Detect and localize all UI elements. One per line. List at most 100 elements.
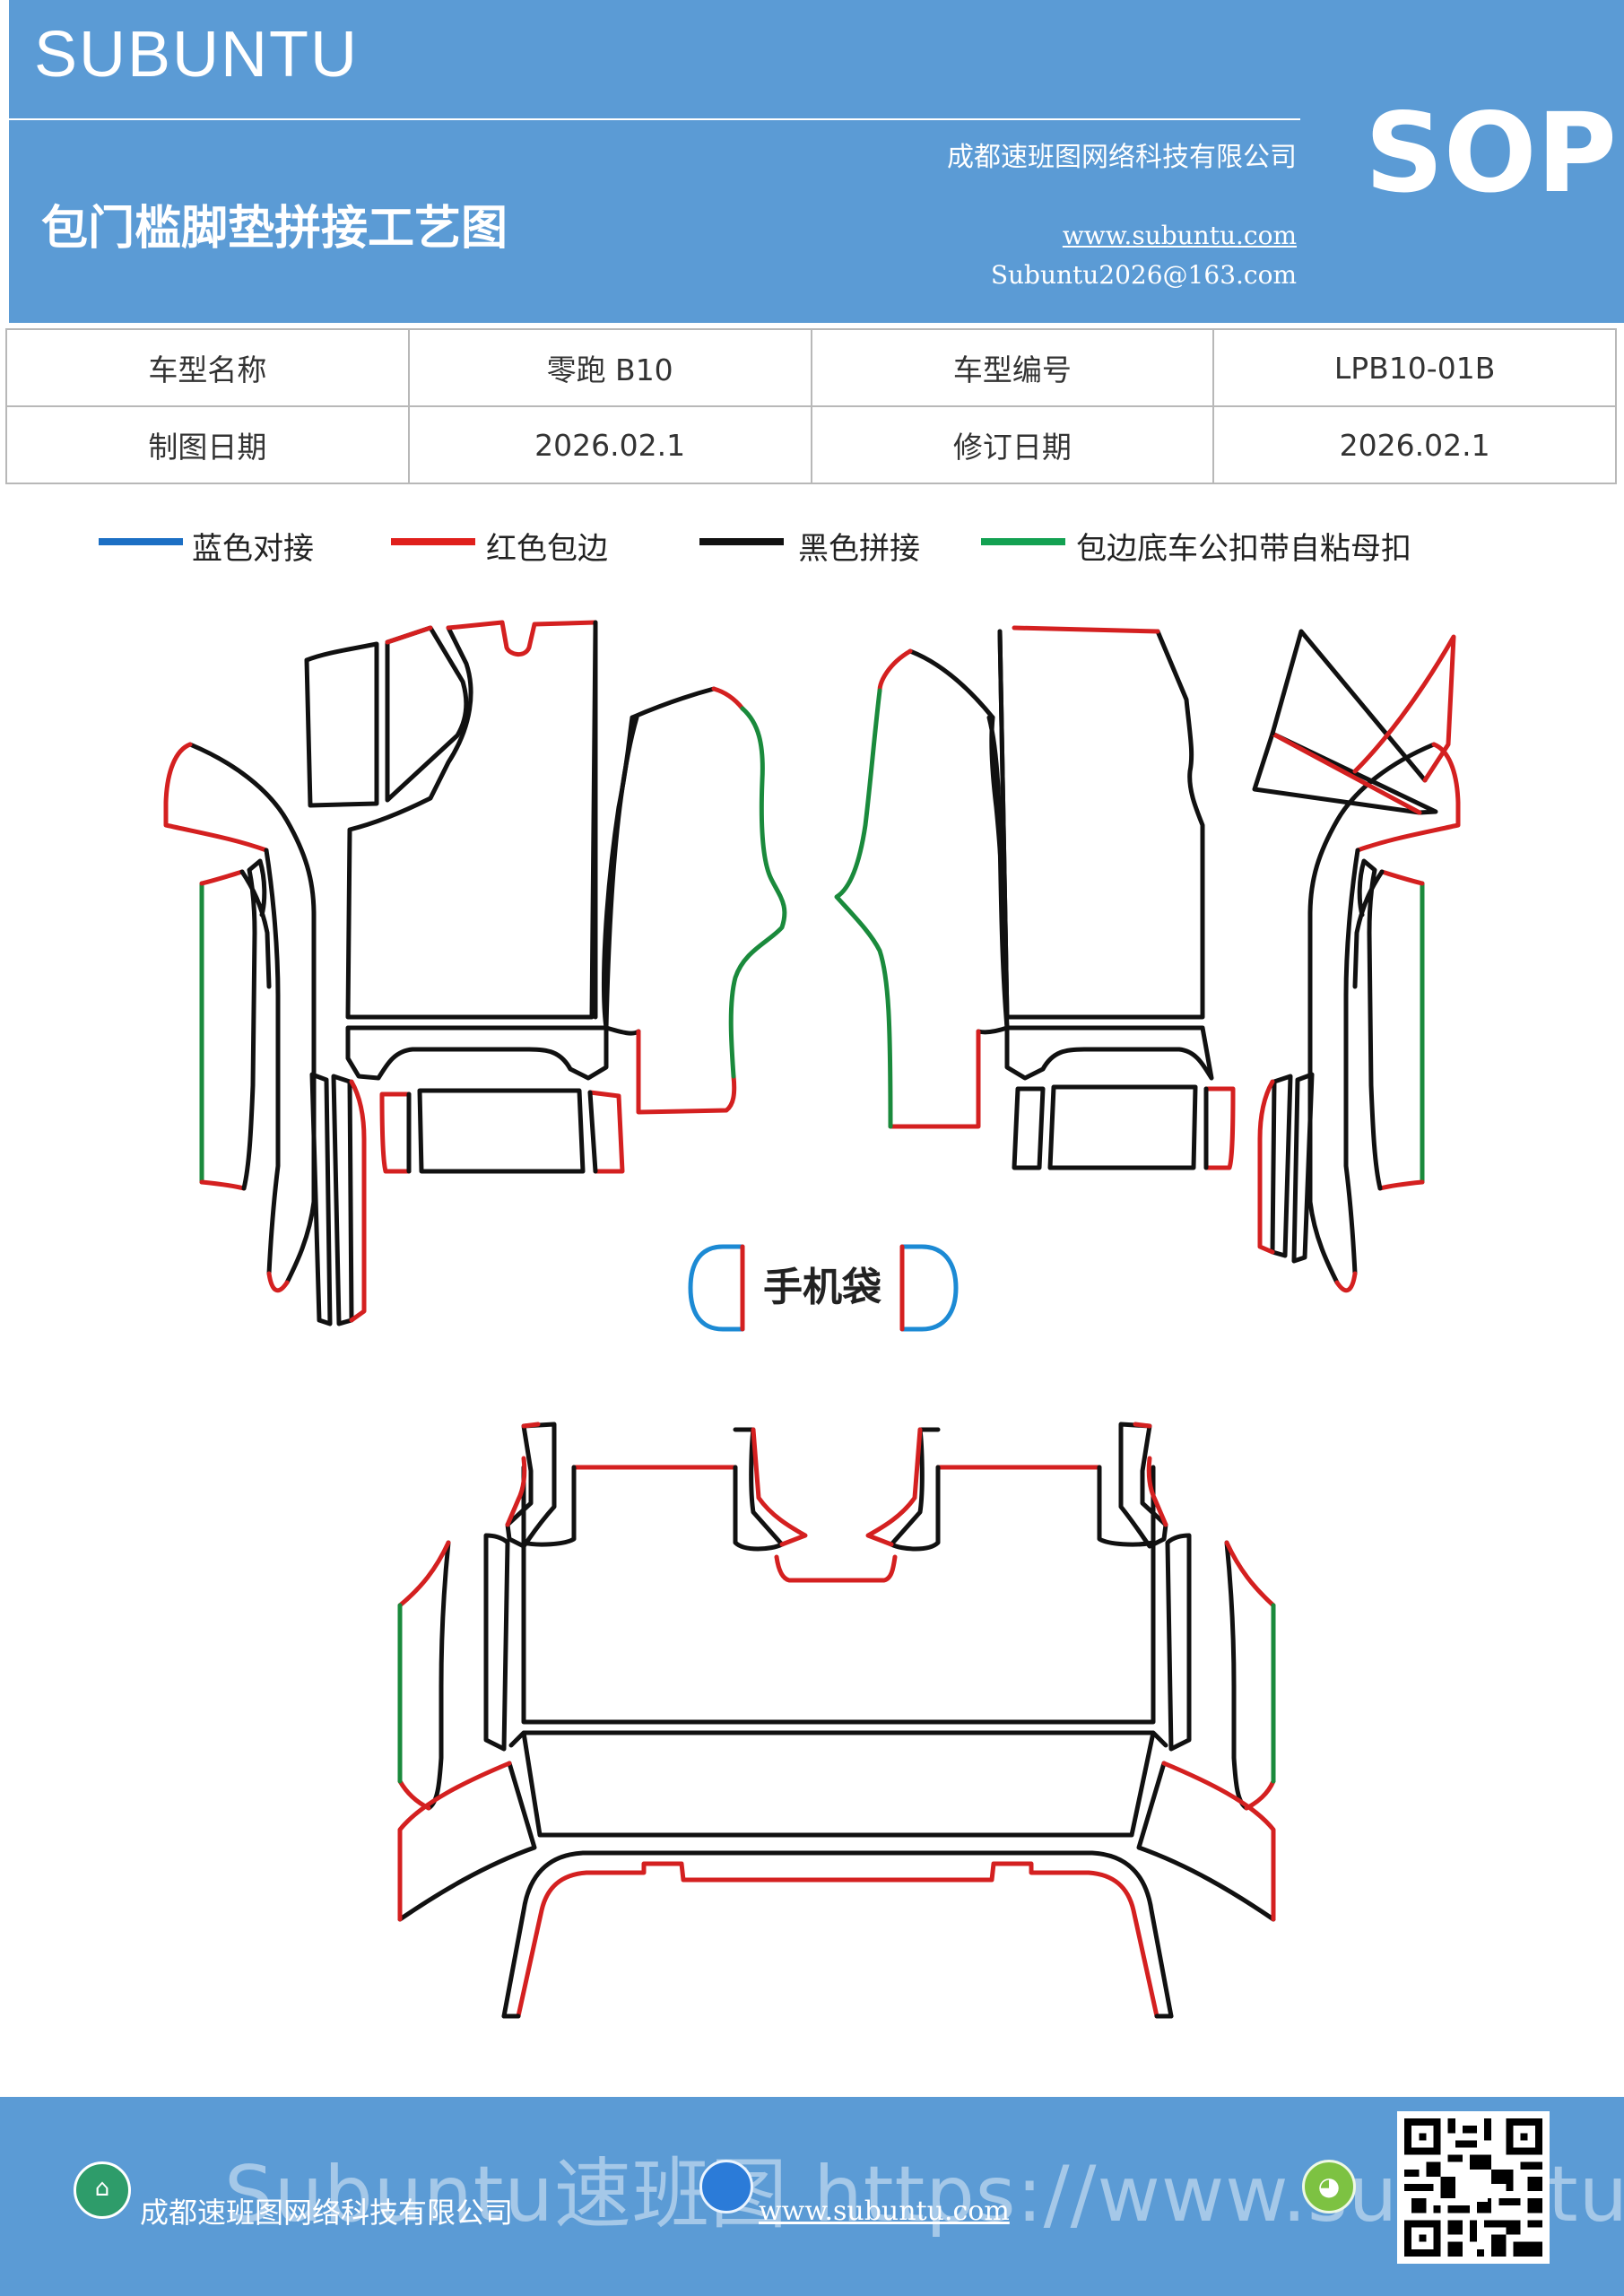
legend-label-blue: 蓝色对接: [192, 531, 314, 567]
legend-label-black: 黑色拼接: [798, 531, 920, 567]
legend-swatch-black: [699, 538, 784, 545]
company-name: 成都速班图网络科技有限公司: [947, 142, 1297, 173]
mat-left-main-right: [593, 620, 635, 1031]
phone-bag-left-blue: [688, 1244, 745, 1332]
mat-left-right-piece-red: [636, 686, 745, 1115]
mat-left-sill-red2: [266, 1271, 290, 1293]
mat-right-strip-2: [1270, 1074, 1293, 1258]
legend-label-green: 包边底车公扣带自粘母扣: [1076, 531, 1411, 567]
mat-rear-corner-left: [505, 1422, 557, 1549]
mat-left-strip-1: [309, 1072, 333, 1326]
vehicle-info-table: 车型名称 零跑 B10 车型编号 LPB10-01B 制图日期 2026.02.…: [5, 328, 1617, 484]
mat-left-sill-outer: [187, 742, 317, 1285]
mat-left-strip-3-red: [349, 1079, 367, 1323]
mat-rear-main-black: [521, 1465, 1156, 1725]
revise-date-label: 修订日期: [810, 405, 1215, 484]
sop-badge: SOP: [1365, 90, 1617, 217]
mat-rear-middle-band: [508, 1730, 1168, 1838]
mat-right-green-piece-red: [1377, 869, 1425, 1191]
wechat-icon[interactable]: ◕: [1302, 2160, 1356, 2213]
model-code-label: 车型编号: [810, 328, 1215, 407]
mat-right-sill-red2: [1334, 1271, 1358, 1293]
phone-bag-right-blue: [899, 1244, 959, 1332]
mat-rear-corner-right: [1118, 1422, 1168, 1549]
header-banner: SUBUNTU 包门槛脚垫拼接工艺图 成都速班图网络科技有限公司 www.sub…: [9, 0, 1624, 323]
watermark-text: Subuntu速班图 https://www.subuntu.com: [224, 2150, 1624, 2239]
table-row: 制图日期 2026.02.1 修订日期 2026.02.1: [5, 405, 1617, 484]
mat-right-right-piece-black: [908, 648, 1010, 1035]
mat-rear-wing-right-red: [1161, 1761, 1276, 1922]
mat-left-right-piece-green: [728, 706, 787, 1079]
mat-rear-wing-left-black: [397, 1761, 537, 1922]
mat-left-lower-rect-1: [379, 1091, 412, 1174]
email-address[interactable]: Subuntu2026@163.com: [990, 260, 1297, 290]
draw-date-label: 制图日期: [5, 405, 410, 484]
mat-right-strip-1: [1291, 1072, 1315, 1264]
mat-right-main: [997, 629, 1205, 1020]
legend-swatch-green: [981, 538, 1065, 545]
mat-left-main: [345, 625, 598, 1020]
left-front-mats: [163, 620, 787, 1326]
mat-left-lower-rect-2: [417, 1088, 586, 1174]
rear-mats: [397, 1422, 1276, 2019]
mat-rear-corner-left-red: [505, 1422, 541, 1527]
mat-right-strip-3-red: [1257, 1079, 1275, 1255]
mat-rear-side-right-outer-black: [1224, 1540, 1249, 1811]
mat-right-sill-inner-black: [1343, 848, 1360, 1276]
legend-swatch-blue: [99, 538, 183, 545]
globe-icon: [699, 2160, 753, 2213]
mat-left-top-rect-2-red: [385, 625, 433, 645]
mat-left-lower-rect-3-black: [587, 1090, 598, 1174]
qr-code: [1397, 2111, 1550, 2264]
document-title: 包门槛脚垫拼接工艺图: [41, 202, 508, 256]
model-code-value: LPB10-01B: [1212, 328, 1617, 407]
mat-rear-wing-right-black: [1136, 1761, 1276, 1922]
mat-left-main-red: [446, 620, 598, 657]
brand-name: SUBUNTU: [34, 19, 360, 91]
mat-rear-corner-right-red: [1133, 1422, 1168, 1527]
mat-left-main-bottom: [345, 1025, 609, 1081]
mat-left-green-piece-red: [199, 869, 247, 1191]
model-name-value: 零跑 B10: [407, 328, 812, 407]
mat-rear-side-left-inner: [483, 1533, 510, 1752]
mat-left-right-piece-black: [604, 686, 716, 1036]
table-row: 车型名称 零跑 B10 车型编号 LPB10-01B: [5, 328, 1617, 407]
mat-rear-main-notch-left-red: [751, 1427, 898, 1583]
legend-swatch-red: [391, 538, 475, 545]
mat-rear-side-right-inner: [1165, 1533, 1192, 1752]
mat-left-top-rect-1: [304, 641, 379, 808]
mat-right-lower-rect-2: [1047, 1084, 1198, 1170]
phone-bag-label: 手机袋: [763, 1265, 881, 1310]
mat-rear-main-top-black-notch: [521, 1465, 1156, 1547]
footer-banner: Subuntu速班图 https://www.subuntu.com ⌂ 成都速…: [0, 2097, 1624, 2296]
mat-right-right-piece-green: [834, 688, 893, 1129]
mat-right-green-piece-black: [1352, 858, 1385, 1191]
draw-date-value: 2026.02.1: [407, 405, 812, 484]
website-link[interactable]: www.subuntu.com: [1062, 221, 1297, 250]
mat-rear-arch-inner-red: [516, 1861, 1159, 2019]
legend-label-red: 红色包边: [486, 531, 608, 567]
mat-left-lower-rect-3: [587, 1090, 625, 1174]
mat-left-strip-2: [331, 1074, 354, 1326]
mat-right-top-slim-red: [1352, 634, 1456, 783]
mat-left-sill-inner-black: [264, 848, 281, 1276]
header-divider: [9, 118, 1300, 120]
mat-rear-arch-black: [501, 1850, 1174, 2019]
footer-website-link[interactable]: www.subuntu.com: [759, 2196, 1010, 2227]
mat-right-lower-rect-3: [1012, 1086, 1046, 1170]
mat-rear-main-notch-right-red: [865, 1427, 923, 1547]
footer-company: 成都速班图网络科技有限公司: [140, 2196, 514, 2230]
phone-bag: 手机袋: [688, 1244, 959, 1332]
right-front-mats: [834, 625, 1461, 1293]
mat-right-top-piece-red: [1270, 731, 1422, 815]
mat-right-top-piece: [1252, 731, 1438, 815]
color-legend: 蓝色对接 红色包边 黑色拼接 包边底车公扣带自粘母扣: [0, 529, 1624, 574]
mat-rear-side-left-outer-black: [426, 1540, 451, 1811]
mat-left-green-piece-black: [239, 858, 272, 1191]
mat-left-top-rect-2: [385, 625, 469, 803]
mat-rear-wing-left-red: [397, 1761, 512, 1922]
mat-right-sill-outer: [1307, 742, 1437, 1285]
mat-right-sill-outer-red: [1355, 742, 1461, 853]
mat-left-sill-outer-red: [163, 742, 269, 853]
mat-right-right-piece-red: [877, 648, 981, 1129]
